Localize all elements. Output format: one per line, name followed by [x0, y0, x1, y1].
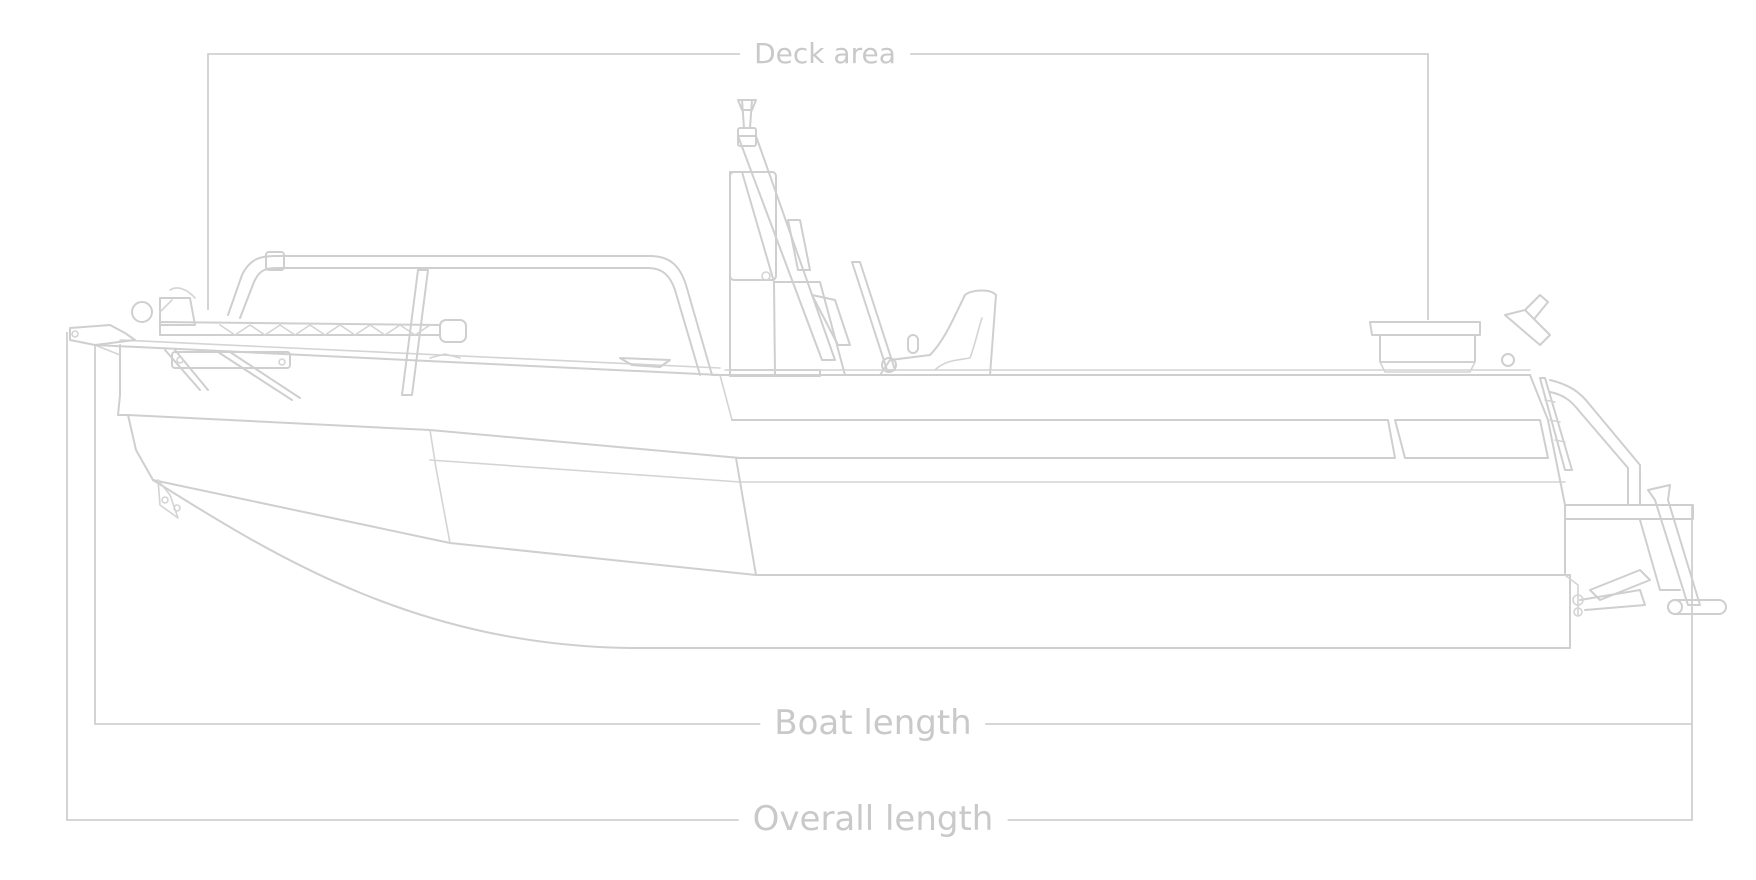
bow-structure	[159, 287, 196, 313]
stern-rail	[1539, 377, 1727, 617]
bow-rail	[131, 251, 713, 401]
boat-length-label: Boat length	[760, 706, 986, 740]
deck-area-label: Deck area	[740, 40, 910, 68]
console	[729, 99, 897, 377]
deck-line	[711, 369, 1531, 376]
deck-area-dimension	[207, 53, 1429, 320]
boat-length-dimension	[94, 345, 1693, 725]
aft-box	[1369, 294, 1551, 373]
overall-length-label: Overall length	[738, 802, 1008, 836]
seat	[879, 289, 997, 376]
